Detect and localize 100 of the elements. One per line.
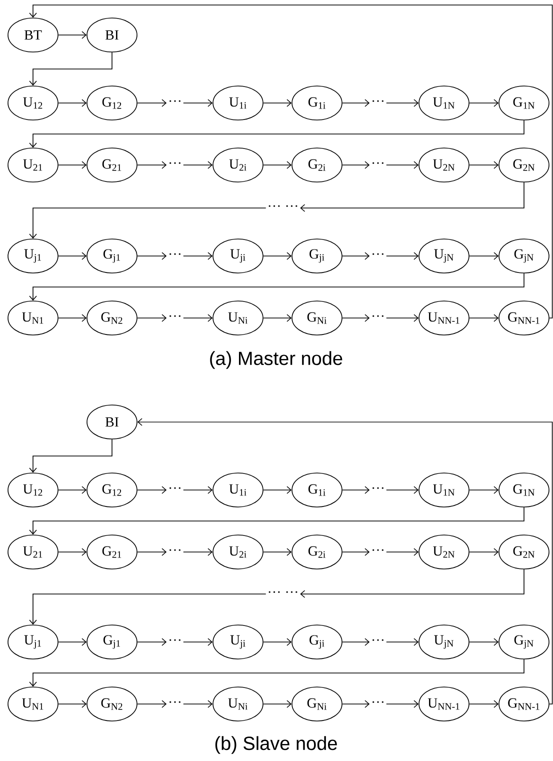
- arrow: [182, 700, 213, 708]
- arrow: [58, 548, 87, 556]
- arrow: [58, 252, 87, 260]
- ellipse-node: U$_{21}$: [8, 148, 58, 182]
- arrow: [58, 486, 87, 494]
- ellipsis-text: ···: [372, 315, 384, 317]
- arrow: [469, 486, 499, 494]
- arrow: [342, 486, 370, 494]
- ellipse-node: G$_{N2}$: [86, 686, 138, 722]
- arrow: [386, 252, 419, 260]
- ellipsis-text: ···: [372, 162, 384, 164]
- arrow: [263, 252, 292, 260]
- ellipse-node: U$_{N1}$: [8, 300, 58, 336]
- ellipse-node: U$_{NN-1}$: [418, 300, 470, 336]
- arrow: [263, 314, 292, 322]
- ellipse-node: G$_{1i}$: [292, 86, 342, 120]
- ellipsis-text: ···: [372, 100, 384, 102]
- ellipse-node: G$_{1i}$: [292, 472, 342, 508]
- arrow: [182, 161, 213, 169]
- ellipse-node: U$_{1i}$: [212, 472, 264, 508]
- ellipse-node: G$_{21}$: [86, 148, 138, 182]
- arrow: [469, 638, 499, 646]
- ellipse-node: G$_{2N}$: [498, 534, 550, 570]
- ellipsis-text: ···: [372, 549, 384, 551]
- arrow: [263, 638, 292, 646]
- arrow: [137, 161, 167, 169]
- caption: (a) Master node: [210, 351, 342, 369]
- ellipse-node: G$_{21}$: [86, 534, 138, 570]
- arrow: [263, 548, 292, 556]
- ellipse-node: U$_{jN}$: [418, 624, 470, 660]
- arrow: [29, 659, 524, 687]
- ellipse-node: G$_{jN}$: [498, 238, 550, 274]
- ellipsis-text: ···: [170, 253, 180, 255]
- ellipse-node: U$_{NN-1}$: [418, 686, 470, 722]
- ellipsis-text: ···: [170, 162, 180, 164]
- arrow: [263, 99, 292, 107]
- ellipsis-text: ···: [170, 487, 180, 489]
- arrow: [342, 638, 370, 646]
- arrow: [137, 638, 167, 646]
- ellipsis-text: ···: [170, 100, 180, 102]
- arrow: [137, 314, 167, 322]
- arrow: [342, 548, 370, 556]
- ellipsis-text: ···: [372, 253, 384, 255]
- ellipsis-text: ··· ···: [268, 205, 298, 207]
- arrow: [58, 99, 87, 107]
- ellipse-node: U$_{jN}$: [418, 238, 470, 274]
- ellipse-node: U$_{2N}$: [418, 534, 470, 570]
- arrow: [469, 548, 499, 556]
- ellipsis-text: ···: [170, 549, 180, 551]
- arrow: [58, 161, 87, 169]
- caption: (b) Slave node: [215, 736, 337, 754]
- arrow: [263, 486, 292, 494]
- ellipse-node: BI: [86, 404, 138, 440]
- ellipsis-text: ···: [372, 701, 384, 703]
- ellipse-node: U$_{2i}$: [212, 148, 264, 182]
- arrow: [386, 99, 419, 107]
- ellipse-node: U$_{j1}$: [8, 238, 58, 274]
- ellipse-node: G$_{12}$: [86, 86, 138, 120]
- ellipse-node: G$_{j1}$: [86, 624, 138, 660]
- ellipse-node: G$_{Ni}$: [292, 686, 342, 722]
- ellipse-node: G$_{12}$: [86, 472, 138, 508]
- arrow: [342, 700, 370, 708]
- ellipsis-text: ···: [372, 487, 384, 489]
- arrow: [137, 548, 167, 556]
- ellipse-node: G$_{2N}$: [498, 148, 550, 182]
- arrow: [29, 120, 524, 148]
- ellipse-node: U$_{Ni}$: [212, 300, 264, 336]
- arrow: [182, 548, 213, 556]
- arrow: [182, 252, 213, 260]
- arrow: [469, 700, 499, 708]
- ellipse-node: G$_{NN-1}$: [498, 686, 550, 722]
- arrow: [137, 700, 167, 708]
- arrow: [29, 439, 112, 473]
- ellipse-node: G$_{ji}$: [292, 238, 342, 274]
- ellipse-node: G$_{ji}$: [292, 624, 342, 660]
- arrow: [137, 486, 167, 494]
- arrow: [263, 700, 292, 708]
- arrow: [29, 273, 524, 301]
- arrow: [342, 314, 370, 322]
- ellipse-node: U$_{2N}$: [418, 148, 470, 182]
- arrow: [182, 486, 213, 494]
- arrow: [386, 700, 419, 708]
- arrow: [386, 486, 419, 494]
- ellipse-node: U$_{12}$: [8, 472, 58, 508]
- arrow: [58, 638, 87, 646]
- ellipse-node: U$_{ji}$: [212, 238, 264, 274]
- arrow: [386, 161, 419, 169]
- ellipsis-text: ···: [170, 701, 180, 703]
- ellipse-node: G$_{2i}$: [292, 534, 342, 570]
- arrow: [58, 31, 87, 39]
- ellipse-node: G$_{1N}$: [498, 86, 550, 120]
- arrow: [29, 52, 112, 86]
- ellipse-node: U$_{2i}$: [212, 534, 264, 570]
- arrow: [29, 208, 266, 239]
- ellipse-node: G$_{2i}$: [292, 148, 342, 182]
- ellipse-node: U$_{1N}$: [418, 472, 470, 508]
- ellipse-node: BT: [8, 18, 58, 52]
- arrow: [342, 252, 370, 260]
- ellipse-node: G$_{jN}$: [498, 624, 550, 660]
- ellipse-node: BI: [86, 18, 138, 52]
